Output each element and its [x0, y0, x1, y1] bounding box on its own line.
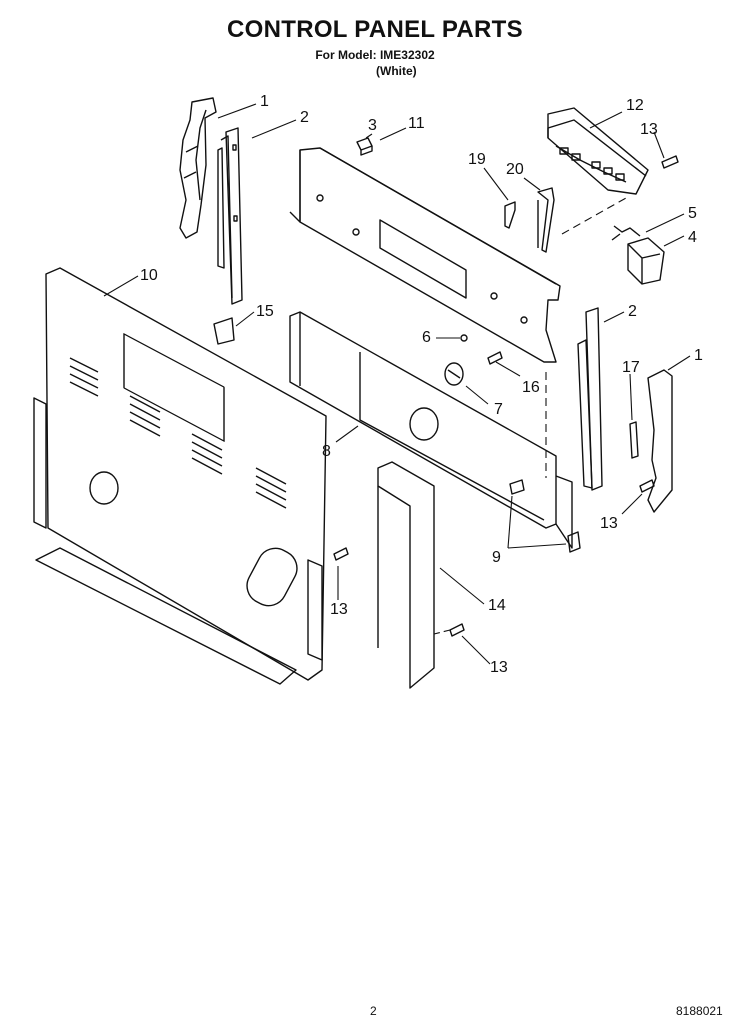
- part-screw-9b: [567, 531, 581, 553]
- part-screw-6: [460, 334, 468, 342]
- part-control-console: [289, 147, 561, 363]
- callout-14: 14: [488, 597, 506, 614]
- part-switch-4: [627, 237, 665, 285]
- callout-8: 8: [322, 443, 331, 460]
- callout-16: 16: [522, 379, 540, 396]
- part-clip-15: [213, 317, 235, 345]
- callout-15: 15: [256, 303, 274, 320]
- callout-20: 20: [506, 161, 524, 178]
- part-rear-panel-10: [33, 267, 327, 685]
- callout-2a: 2: [300, 109, 309, 126]
- callout-17: 17: [622, 359, 640, 376]
- part-screw-13a: [661, 155, 679, 169]
- color-label: (White): [376, 64, 417, 78]
- callout-12: 12: [626, 97, 644, 114]
- part-screw-16: [487, 351, 503, 365]
- part-bracket-left: [217, 127, 243, 305]
- part-side-trim: [307, 559, 323, 661]
- part-end-cap-left: [179, 97, 217, 239]
- callout-4: 4: [688, 229, 697, 246]
- part-bracket-right: [577, 307, 603, 491]
- part-electronic-control: [547, 107, 649, 195]
- callout-9: 9: [492, 549, 501, 566]
- part-clip-17: [629, 421, 639, 459]
- callout-6: 6: [422, 329, 431, 346]
- callout-7: 7: [494, 401, 503, 418]
- page-number: 2: [370, 1004, 377, 1018]
- callout-13b: 13: [600, 515, 618, 532]
- callout-11: 11: [408, 115, 425, 132]
- callout-13a: 13: [640, 121, 658, 138]
- callout-2b: 2: [628, 303, 637, 320]
- callout-1a: 1: [260, 93, 269, 110]
- part-channel-14: [377, 461, 435, 689]
- part-harness-20: [537, 187, 555, 253]
- model-label: For Model: IME32302: [315, 48, 435, 62]
- part-screw-9a: [509, 479, 525, 495]
- callout-13d: 13: [490, 659, 508, 676]
- part-knob-7: [444, 362, 464, 386]
- callout-10: 10: [140, 267, 158, 284]
- page-title: CONTROL PANEL PARTS: [227, 16, 523, 43]
- part-end-cap-right: [647, 369, 673, 513]
- part-screw-13d: [449, 623, 465, 637]
- part-clip-3: [356, 137, 373, 156]
- part-screw-13c: [333, 547, 349, 561]
- callout-5: 5: [688, 205, 697, 222]
- part-screw-13b: [639, 479, 655, 493]
- part-wire-5: [611, 225, 641, 241]
- callout-13c: 13: [330, 601, 348, 618]
- part-frame-8: [289, 311, 573, 549]
- document-number: 8188021: [676, 1004, 723, 1018]
- callout-19: 19: [468, 151, 486, 168]
- part-screw-19: [504, 201, 516, 229]
- leader-lines: [103, 103, 691, 665]
- callout-3: 3: [368, 117, 377, 134]
- callout-1b: 1: [694, 347, 703, 364]
